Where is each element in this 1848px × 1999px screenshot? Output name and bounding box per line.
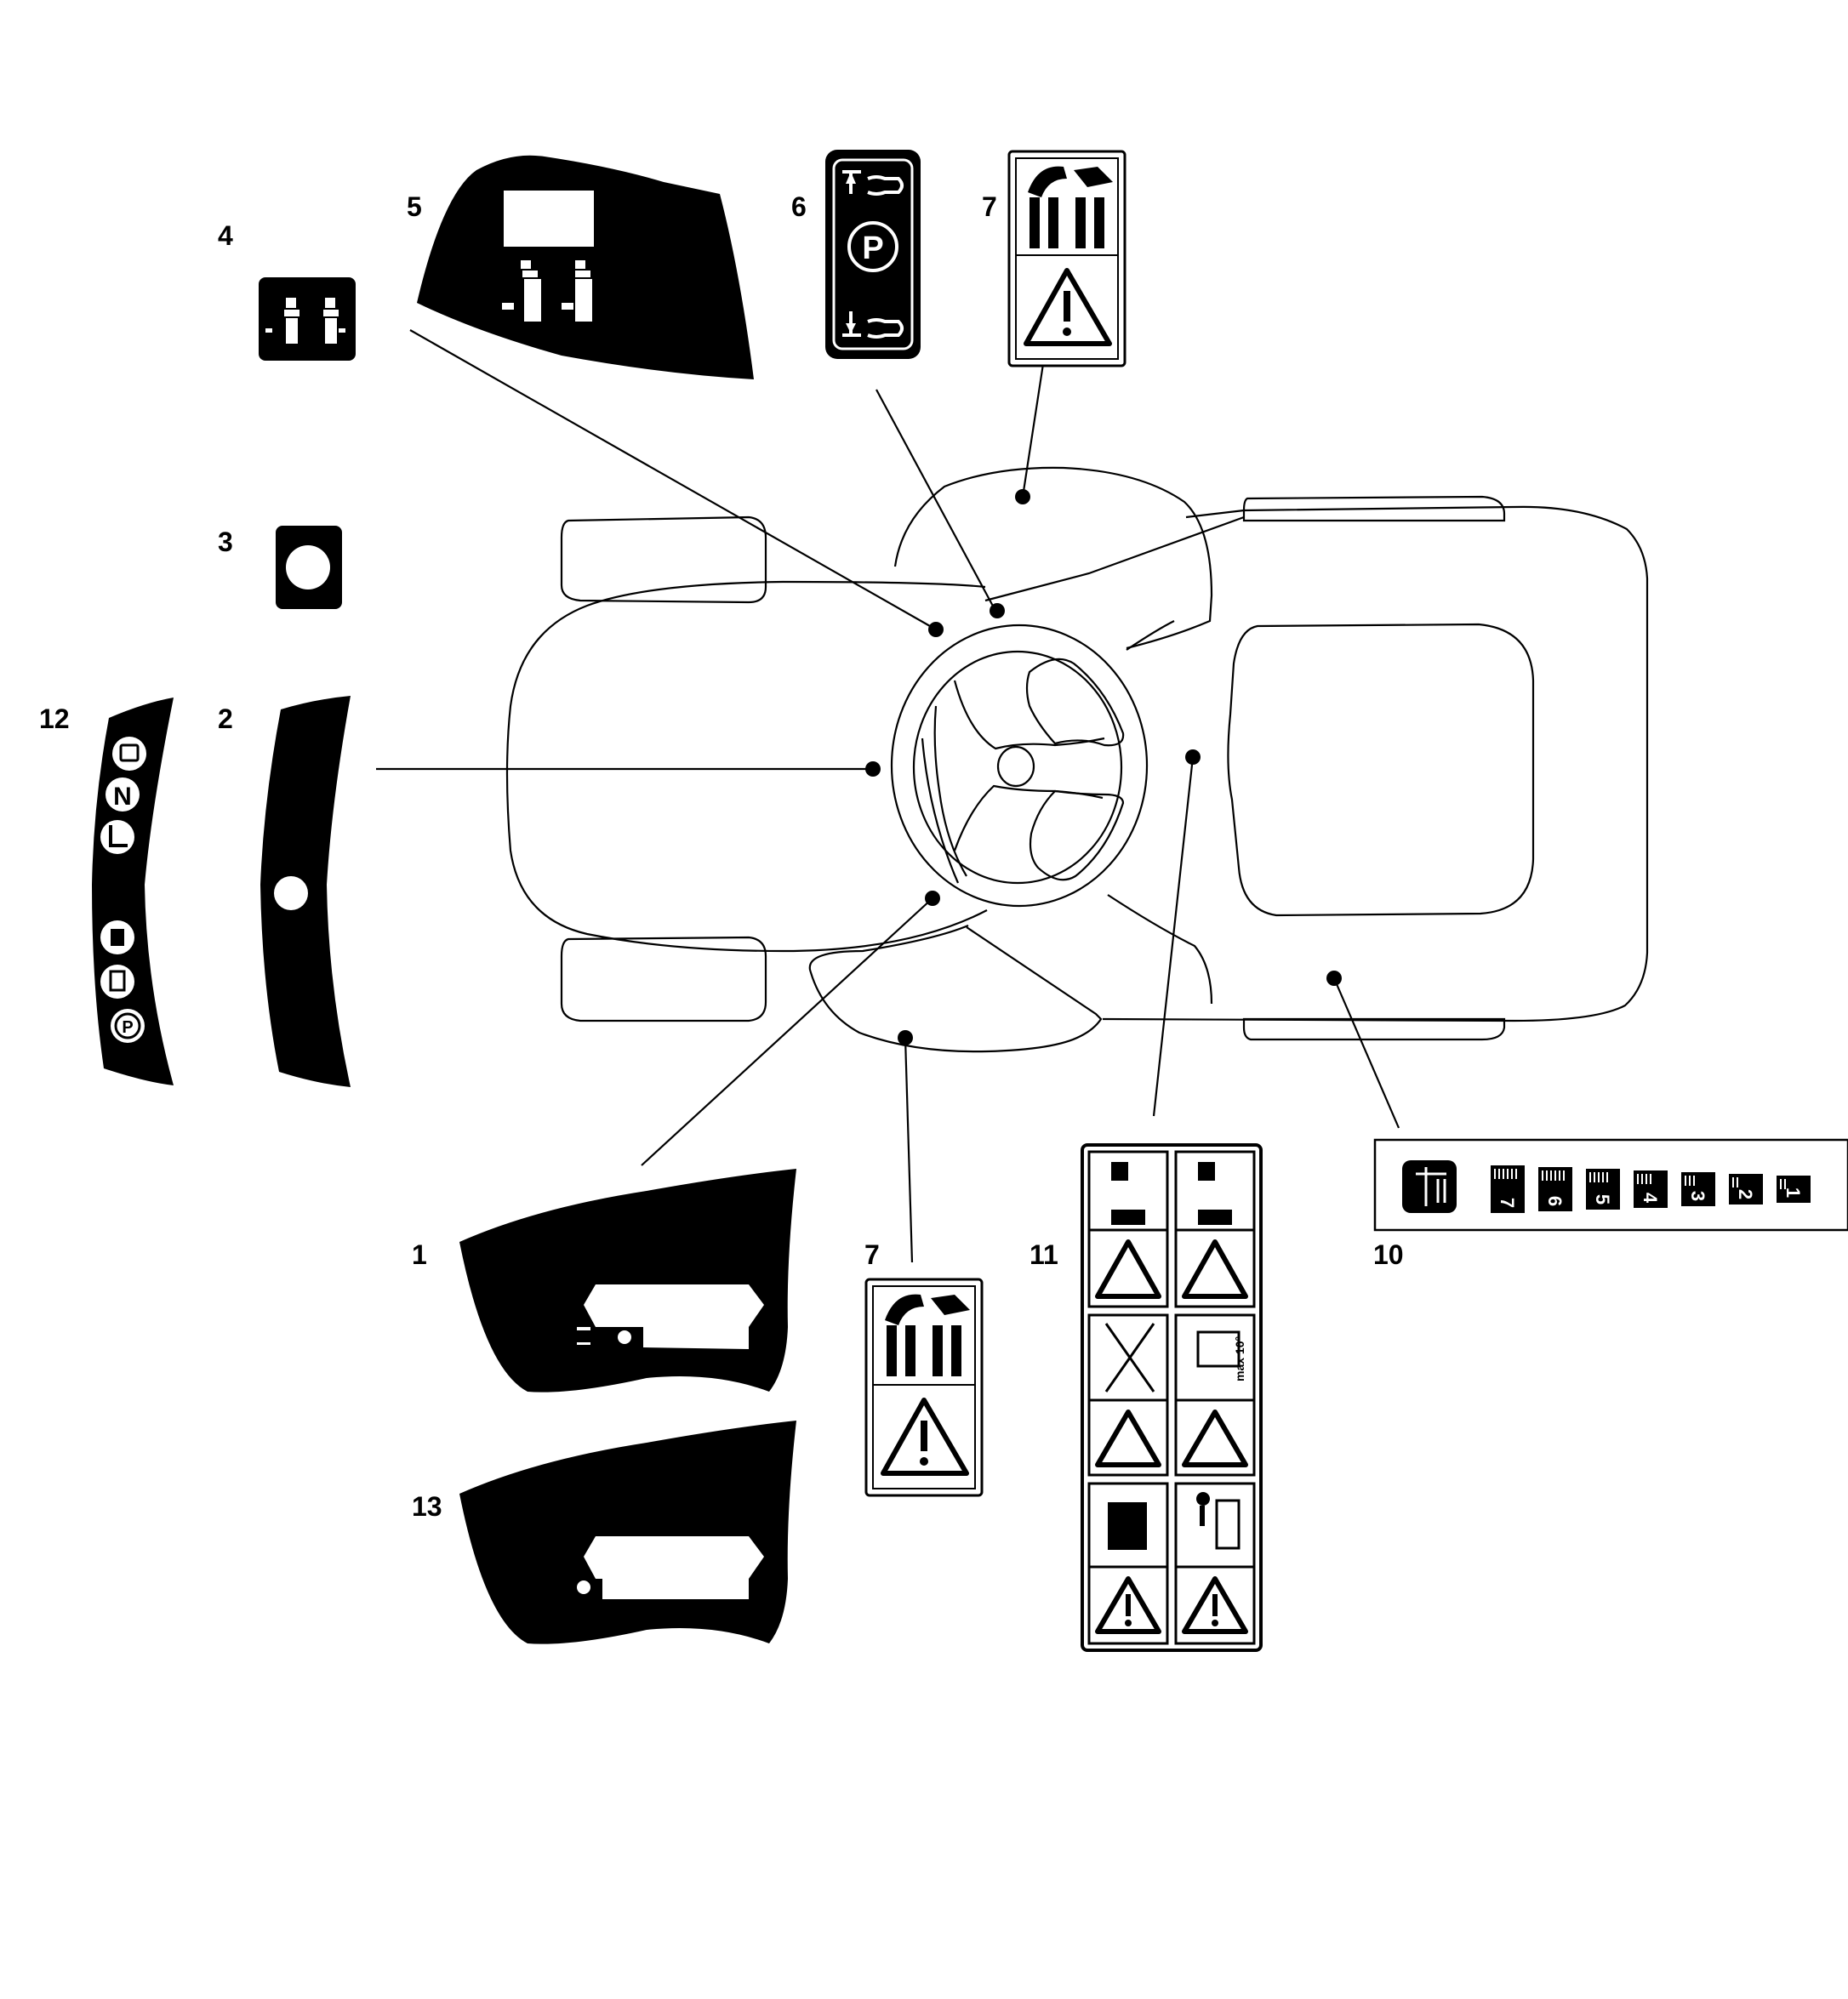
decal-1 [459, 1169, 796, 1392]
side-line [1107, 894, 1213, 1005]
leader-dot [1015, 489, 1030, 504]
gear-tile-3: 3 [1681, 1172, 1715, 1206]
callout-12: 12 [39, 703, 70, 734]
leader-dot [990, 603, 1005, 618]
callout-11: 11 [1030, 1239, 1058, 1270]
leader-dot [928, 622, 944, 637]
callout-7b: 7 [864, 1239, 880, 1270]
gear-tile-4: 4 [1634, 1170, 1668, 1208]
decal-7-bottom [864, 1278, 984, 1497]
rear-left-wheel [1242, 495, 1506, 522]
footrest-line [984, 515, 1245, 602]
seat [1227, 623, 1535, 917]
leader-dot [1185, 749, 1201, 765]
callout-13: 13 [412, 1491, 442, 1522]
leader-dots [865, 489, 1342, 1045]
tractor-outline [505, 466, 1649, 1053]
gear-tile-1: 1 [1777, 1176, 1811, 1203]
leader-lines [376, 329, 1400, 1263]
leader-dot [865, 761, 881, 777]
gear-label: 5 [1592, 1194, 1613, 1205]
rear-right-wheel [1242, 1017, 1506, 1041]
leader-dot [898, 1030, 913, 1045]
front-left-wheel [560, 515, 767, 604]
decal-4 [259, 277, 356, 361]
gear-label: 1 [1782, 1187, 1804, 1198]
gear-slots: 7 6 5 4 3 2 1 [1491, 1165, 1811, 1213]
front-right-wheel [560, 936, 767, 1022]
gear-label: 2 [1735, 1189, 1756, 1199]
hood [505, 580, 988, 953]
footrest-line-2 [1126, 620, 1175, 651]
left-fender [893, 466, 1213, 650]
decal-6: P [825, 150, 921, 359]
gear-label: 3 [1687, 1191, 1708, 1201]
leader-dot [925, 891, 940, 906]
leader-dot [1326, 971, 1342, 986]
decal-7-top [1007, 150, 1126, 367]
svg-text:N: N [113, 783, 132, 811]
right-fender [808, 924, 1103, 1053]
decal-3 [276, 526, 342, 609]
decal-11: max 10° [1081, 1143, 1263, 1652]
decal-13 [459, 1421, 796, 1644]
svg-text:P: P [862, 231, 883, 266]
callout-6: 6 [791, 191, 807, 222]
gear-tile-5: 5 [1586, 1169, 1620, 1210]
callout-5: 5 [407, 191, 422, 222]
rear-body [1102, 505, 1649, 1022]
callout-2: 2 [218, 703, 233, 734]
gear-label: 4 [1640, 1193, 1661, 1204]
svg-text:max 10°: max 10° [1233, 1336, 1246, 1381]
gear-tile-7: 7 [1491, 1165, 1525, 1213]
callout-7a: 7 [982, 191, 997, 222]
callout-numbers: 1 2 3 4 5 6 7 7 10 11 12 13 [39, 191, 1404, 1522]
callout-3: 3 [218, 527, 233, 557]
steering-wheel [890, 624, 1149, 908]
gear-label: 7 [1497, 1198, 1518, 1208]
callout-1: 1 [412, 1239, 427, 1270]
decal-10: 7 6 5 4 3 2 1 [1373, 1138, 1848, 1232]
gear-tile-6: 6 [1538, 1167, 1572, 1211]
decal-5 [417, 155, 754, 379]
svg-text:P: P [122, 1018, 133, 1037]
gear-tile-2: 2 [1729, 1174, 1763, 1205]
decal-12: N P [92, 698, 174, 1085]
decal-2 [260, 696, 351, 1087]
callout-10: 10 [1373, 1239, 1404, 1270]
callout-4: 4 [218, 220, 233, 251]
gear-label: 6 [1544, 1196, 1566, 1206]
